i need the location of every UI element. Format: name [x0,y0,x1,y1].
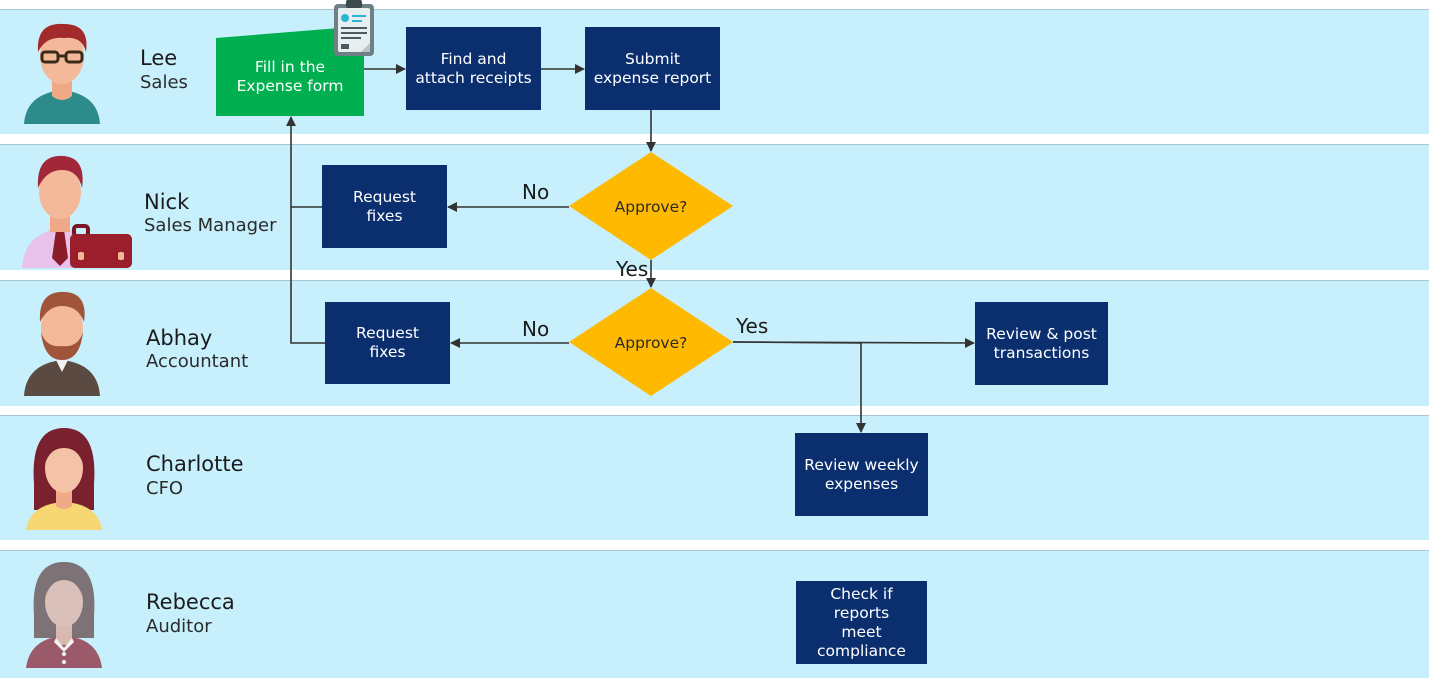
node-submit-report-label: Submit expense report [593,49,712,87]
decision-diamond-manager [569,152,733,260]
lane-separator [0,144,1429,145]
node-check-compliance-label: Check if reports meet compliance [817,584,906,660]
node-request-fixes-accountant-label: Request fixes [356,324,419,361]
node-review-weekly-label: Review weekly expenses [804,455,919,493]
edge-label-manager-no: No [522,180,550,204]
lane-separator [0,9,1429,10]
clipboard-form-icon [334,0,374,56]
lane-role-rebecca: Auditor [146,616,212,637]
node-check-compliance: Check if reports meet compliance [796,581,927,664]
lane-name-lee: Lee [140,46,178,70]
lane-role-charlotte: CFO [146,478,184,499]
female-avatar-icon [26,428,102,530]
start-shape [216,26,364,116]
lane-role-nick: Sales Manager [144,215,277,236]
node-find-receipts-label: Find and attach receipts [415,49,532,87]
edge-label-manager-yes: Yes [616,257,649,281]
node-review-post-label: Review & post transactions [986,324,1097,362]
lane-rebecca [0,551,1429,678]
male-glasses-avatar-icon [24,23,100,124]
lane-name-abhay: Abhay [146,326,213,350]
lane-separator [0,550,1429,551]
edge-label-accountant-yes: Yes [736,314,769,338]
lane-charlotte [0,416,1429,540]
node-review-post: Review & post transactions [975,302,1108,385]
node-review-weekly: Review weekly expenses [795,433,928,516]
edge-fixes-to-form [286,116,326,208]
lane-name-rebecca: Rebecca [146,590,235,614]
lane-name-nick: Nick [144,190,190,214]
lane-role-lee: Sales [140,72,188,93]
node-request-fixes-manager-label: Request fixes [353,187,416,225]
node-request-fixes-manager: Request fixes [322,165,447,248]
node-fill-form: Fill in the Expense form [216,38,364,116]
lane-role-abhay: Accountant [146,351,249,372]
manager-briefcase-avatar-icon [22,155,132,268]
female-grey-avatar-icon [26,562,102,668]
node-request-fixes-accountant: Request fixes [325,302,450,384]
lane-separator [0,280,1429,281]
node-submit-report: Submit expense report [585,27,720,110]
decision-approve-accountant-label: Approve? [614,334,688,352]
lane-separator [0,415,1429,416]
lane-name-charlotte: Charlotte [146,452,244,476]
edge-fixes-accountant-to-form [290,207,326,344]
decision-diamond-accountant [569,288,733,396]
edge-label-accountant-no: No [522,317,550,341]
bearded-male-avatar-icon [24,291,100,396]
edge-yes-to-weekly [732,341,866,433]
node-find-receipts: Find and attach receipts [406,27,541,110]
decision-approve-manager-label: Approve? [614,198,688,216]
node-fill-form-label: Fill in the Expense form [236,58,344,95]
